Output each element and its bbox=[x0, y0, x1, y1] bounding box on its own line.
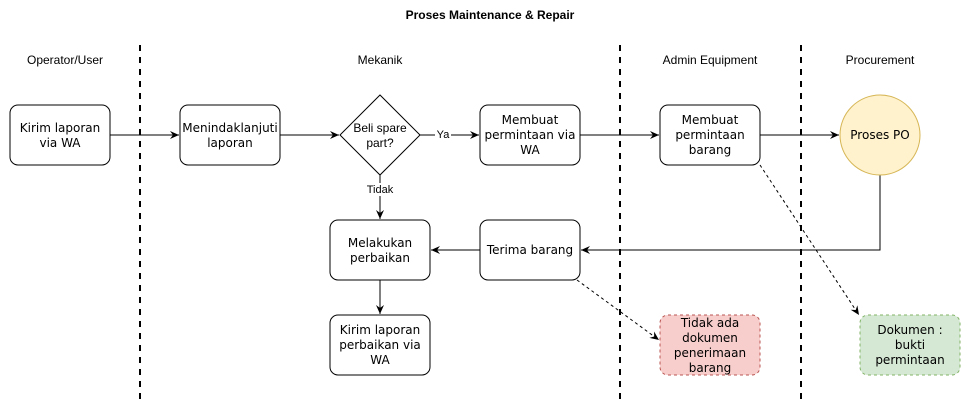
svg-text:Melakukan: Melakukan bbox=[348, 236, 412, 250]
node-kirim-laporan[interactable]: Kirim laporan via WA bbox=[9, 104, 111, 166]
svg-text:Tidak ada: Tidak ada bbox=[680, 316, 739, 330]
lane-admin-equipment: Admin Equipment bbox=[663, 53, 758, 67]
svg-text:Terima barang: Terima barang bbox=[486, 243, 573, 257]
node-menindaklanjuti[interactable]: Menindaklanjuti laporan bbox=[179, 104, 281, 166]
node-proses-po[interactable]: Proses PO bbox=[839, 94, 921, 176]
svg-text:WA: WA bbox=[520, 143, 540, 157]
edge-barang-to-bukti bbox=[759, 164, 860, 316]
edge-po-to-terima bbox=[581, 175, 881, 254]
node-decision-beli-spare-part[interactable]: Beli spare part? bbox=[339, 94, 421, 176]
svg-text:Membuat: Membuat bbox=[682, 113, 739, 127]
svg-text:Kirim laporan: Kirim laporan bbox=[20, 121, 101, 135]
note-tidak-ada-dokumen[interactable]: Tidak ada dokumen penerimaan barang bbox=[659, 314, 761, 376]
svg-text:dokumen: dokumen bbox=[682, 331, 738, 345]
node-melakukan-perbaikan[interactable]: Melakukan perbaikan bbox=[329, 219, 431, 281]
svg-text:permintaan via: permintaan via bbox=[485, 128, 576, 142]
svg-text:barang: barang bbox=[689, 361, 731, 375]
node-permintaan-via-wa[interactable]: Membuat permintaan via WA bbox=[479, 104, 581, 166]
lane-mekanik: Mekanik bbox=[358, 53, 404, 67]
svg-text:Dokumen :: Dokumen : bbox=[877, 323, 942, 337]
svg-text:perbaikan: perbaikan bbox=[350, 251, 410, 265]
node-kirim-laporan-perbaikan[interactable]: Kirim laporan perbaikan via WA bbox=[329, 314, 431, 376]
edge-terima-to-dokumen bbox=[576, 279, 660, 341]
svg-text:Membuat: Membuat bbox=[502, 113, 559, 127]
svg-text:Proses PO: Proses PO bbox=[850, 128, 909, 142]
svg-text:Menindaklanjuti: Menindaklanjuti bbox=[182, 121, 277, 135]
svg-text:Beli spare: Beli spare bbox=[353, 121, 407, 135]
svg-text:laporan: laporan bbox=[207, 136, 253, 150]
lane-procurement: Procurement bbox=[846, 53, 915, 67]
svg-text:barang: barang bbox=[689, 143, 731, 157]
svg-text:via WA: via WA bbox=[39, 136, 81, 150]
edge-label-no: Tidak bbox=[367, 184, 394, 196]
svg-text:penerimaan: penerimaan bbox=[674, 346, 746, 360]
note-dokumen-bukti-permintaan[interactable]: Dokumen : bukti permintaan bbox=[859, 314, 961, 376]
node-permintaan-barang[interactable]: Membuat permintaan barang bbox=[659, 104, 761, 166]
svg-text:permintaan: permintaan bbox=[675, 128, 744, 142]
svg-text:bukti: bukti bbox=[895, 338, 925, 352]
svg-text:perbaikan via: perbaikan via bbox=[339, 338, 421, 352]
node-terima-barang[interactable]: Terima barang bbox=[479, 219, 581, 281]
svg-text:permintaan: permintaan bbox=[875, 353, 944, 367]
svg-text:WA: WA bbox=[370, 353, 390, 367]
svg-text:part?: part? bbox=[366, 136, 394, 150]
edge-label-yes: Ya bbox=[437, 129, 451, 141]
lane-operator-user: Operator/User bbox=[27, 53, 103, 67]
svg-text:Kirim laporan: Kirim laporan bbox=[340, 323, 421, 337]
diagram-title: Proses Maintenance & Repair bbox=[406, 8, 575, 22]
